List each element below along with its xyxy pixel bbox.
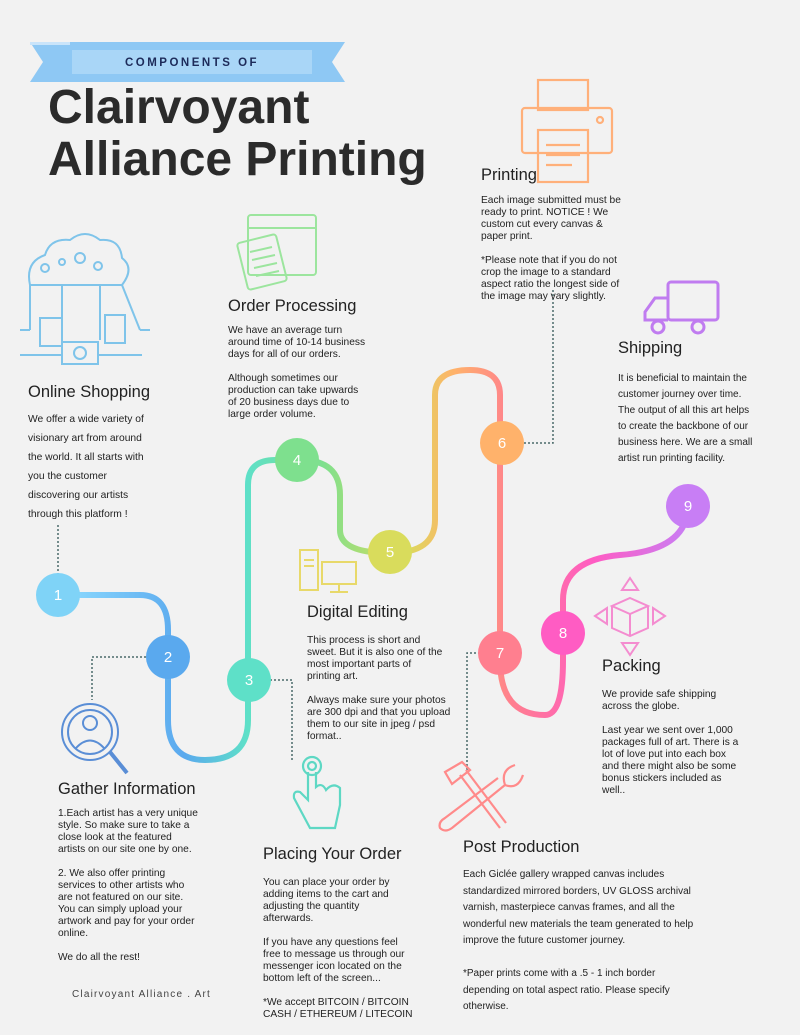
placing-order-title: Placing Your Order [263, 845, 402, 863]
tap-hand-icon [292, 755, 342, 830]
printer-icon [520, 78, 614, 184]
shipping-title: Shipping [618, 339, 683, 357]
title-line-2: Alliance Printing [48, 133, 427, 186]
order-processing-text: We have an average turn around time of 1… [228, 325, 366, 420]
packing-text: We provide safe shipping across the glob… [602, 689, 739, 796]
step-node-8: 8 [541, 611, 585, 655]
gather-information-title: Gather Information [58, 780, 196, 798]
step-node-2: 2 [146, 635, 190, 679]
footer-brand: Clairvoyant Alliance . Art [72, 989, 212, 1000]
post-production-text: Each Giclée gallery wrapped canvas inclu… [463, 869, 694, 1012]
clipboard-box-icon [236, 214, 317, 291]
page-title: Clairvoyant Alliance Printing [48, 82, 427, 186]
computer-icon [299, 549, 357, 593]
truck-icon [643, 280, 720, 335]
digital-editing-text: This process is short and sweet. But it … [307, 635, 451, 742]
printing-title: Printing [481, 166, 537, 184]
online-shopping-title: Online Shopping [28, 383, 151, 401]
order-processing-title: Order Processing [228, 297, 357, 315]
step-node-1: 1 [36, 573, 80, 617]
digital-editing-title: Digital Editing [307, 603, 408, 621]
online-shopping-text: We offer a wide variety of visionary art… [28, 414, 144, 520]
step-node-5: 5 [368, 530, 412, 574]
step-node-3: 3 [227, 658, 271, 702]
placing-order-text: You can place your order by adding items… [263, 877, 413, 1020]
shipping-text: It is beneficial to maintain the custome… [618, 373, 753, 464]
printing-text: Each image submitted must be ready to pr… [481, 195, 621, 302]
banner-label: COMPONENTS OF [124, 57, 260, 69]
step-node-6: 6 [480, 421, 524, 465]
step-node-4: 4 [275, 438, 319, 482]
title-line-1: Clairvoyant [48, 81, 310, 134]
box-arrows-icon [593, 576, 667, 657]
step-node-7: 7 [478, 631, 522, 675]
banner-ribbon [30, 42, 345, 82]
gather-information-text: 1.Each artist has a very unique style. S… [58, 808, 198, 963]
magnifier-person-icon [61, 703, 129, 775]
step-node-9: 9 [666, 484, 710, 528]
cloud-network-icon [20, 233, 150, 365]
hammer-wrench-icon [438, 760, 525, 832]
packing-title: Packing [602, 657, 661, 675]
post-production-title: Post Production [463, 838, 580, 856]
